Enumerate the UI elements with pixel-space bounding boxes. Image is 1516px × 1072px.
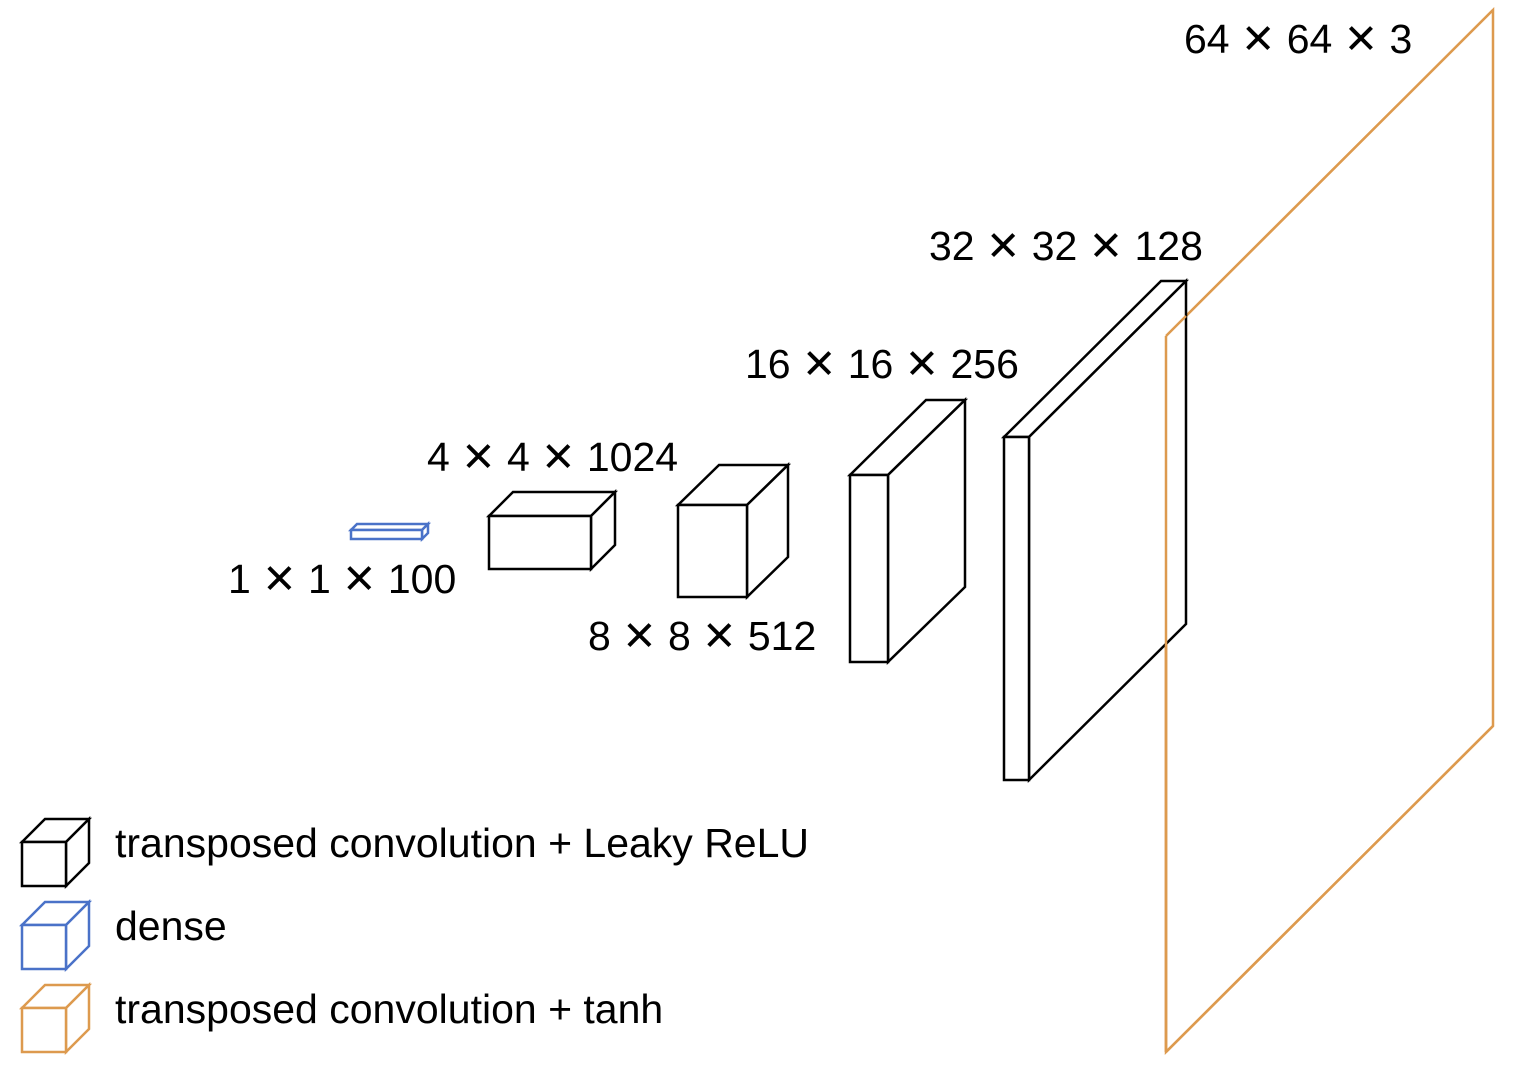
legend-item-output: transposed convolution + tanh bbox=[18, 981, 663, 1056]
block-4x4-front-face bbox=[487, 514, 593, 571]
block-dense-1x1x100 bbox=[347, 520, 432, 543]
legend-cube-output-icon bbox=[18, 981, 93, 1056]
block-16x16-front-face bbox=[848, 473, 890, 664]
block-output-bottom-edge bbox=[1165, 725, 1494, 1053]
label-64x64x3: 64 ✕ 64 ✕ 3 bbox=[1184, 16, 1412, 62]
label-4x4x1024: 4 ✕ 4 ✕ 1024 bbox=[427, 434, 678, 480]
block-conv-4x4x1024 bbox=[485, 488, 619, 573]
legend-label-output: transposed convolution + tanh bbox=[115, 986, 663, 1032]
block-dense-front-face bbox=[349, 528, 424, 541]
block-output-top-edge bbox=[1165, 315, 1187, 337]
legend-cube-conv-icon bbox=[18, 815, 93, 890]
label-32x32x128: 32 ✕ 32 ✕ 128 bbox=[929, 223, 1203, 269]
legend-label-dense: dense bbox=[115, 903, 227, 949]
block-conv-32x32x128 bbox=[1000, 277, 1190, 784]
label-dense-1x1x100: 1 ✕ 1 ✕ 100 bbox=[228, 556, 456, 602]
block-32x32-front-face bbox=[1002, 435, 1031, 782]
block-8x8-front-face bbox=[676, 503, 749, 599]
block-conv-16x16x256 bbox=[846, 397, 969, 665]
legend-label-conv: transposed convolution + Leaky ReLU bbox=[115, 820, 809, 866]
label-16x16x256: 16 ✕ 16 ✕ 256 bbox=[745, 341, 1019, 387]
label-8x8x512: 8 ✕ 8 ✕ 512 bbox=[588, 613, 816, 659]
legend-cube-dense-icon bbox=[18, 898, 93, 973]
legend: transposed convolution + Leaky ReLU dens… bbox=[18, 815, 809, 1056]
block-conv-8x8x512 bbox=[674, 462, 792, 600]
legend-item-dense: dense bbox=[18, 898, 227, 973]
block-output-64x64x3 bbox=[1164, 6, 1495, 1056]
legend-item-conv: transposed convolution + Leaky ReLU bbox=[18, 815, 809, 890]
block-output-side-face bbox=[1164, 6, 1495, 1056]
